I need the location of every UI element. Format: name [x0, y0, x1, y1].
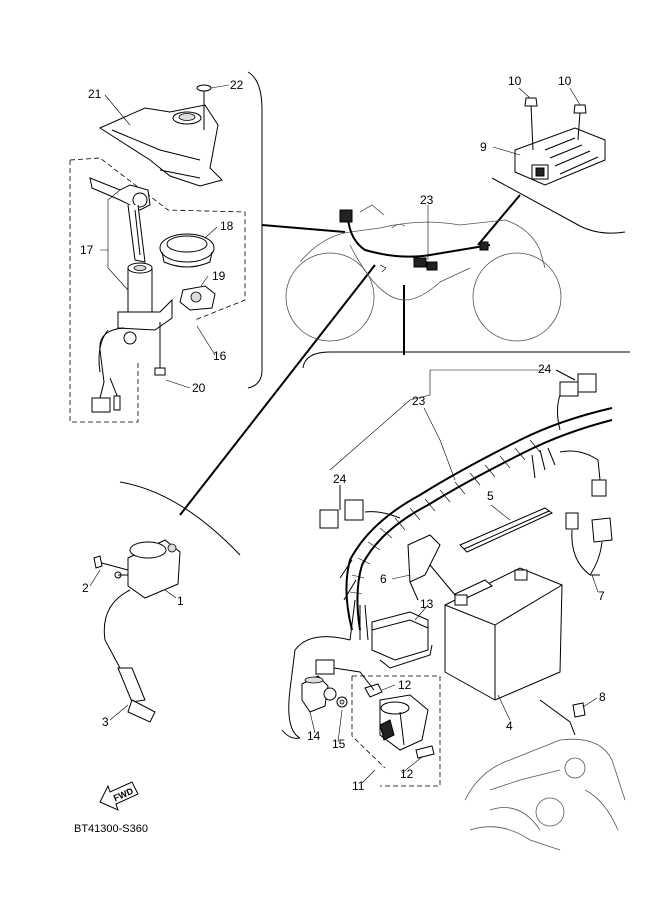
bolt-part-20 — [154, 322, 166, 376]
bolts-part-10 — [524, 97, 587, 151]
cap-part-14 — [301, 675, 329, 713]
ground-lead-part-8 — [539, 699, 586, 736]
handlebar-cover-part-21 — [98, 104, 223, 187]
callout-9: 9 — [480, 140, 487, 154]
callout-15: 15 — [332, 737, 346, 751]
callout-12-bottom: 12 — [400, 767, 414, 781]
connectors-part-24 — [339, 369, 576, 510]
callout-4: 4 — [506, 719, 513, 733]
callout-18: 18 — [220, 219, 234, 233]
callout-7: 7 — [598, 589, 605, 603]
callout-22: 22 — [230, 78, 244, 92]
callout-5: 5 — [487, 489, 494, 503]
callout-23-lower: 23 — [412, 394, 426, 408]
callout-2: 2 — [82, 581, 89, 595]
callout-13: 13 — [420, 597, 434, 611]
wire-harness-part-23 — [319, 373, 613, 641]
callout-12-top: 12 — [398, 678, 412, 692]
rectifier-part-9 — [514, 127, 606, 186]
callout-labels: 22 21 17 18 19 16 20 10 10 9 23 24 23 24… — [80, 74, 606, 793]
callout-leaders — [89, 84, 599, 784]
lock-part-19 — [179, 285, 216, 311]
callout-17: 17 — [80, 243, 94, 257]
relay-lead-wire — [281, 636, 375, 739]
band-part-5 — [459, 507, 553, 553]
cover-part-13 — [371, 611, 433, 669]
main-switch-part-17 — [69, 157, 246, 423]
callout-24-lower: 24 — [333, 472, 347, 486]
nut-part-15 — [323, 687, 348, 708]
callout-19: 19 — [212, 269, 226, 283]
callout-6: 6 — [380, 572, 387, 586]
battery-cable-part-7 — [565, 512, 613, 576]
location-leaders — [179, 194, 521, 516]
ignition-coil-part-1 — [114, 539, 181, 599]
engine-outline — [464, 738, 626, 851]
section-dividers — [119, 71, 630, 556]
terminal-cover-part-6 — [407, 534, 441, 601]
callout-20: 20 — [192, 381, 206, 395]
callout-3: 3 — [102, 715, 109, 729]
callout-16: 16 — [213, 349, 227, 363]
callout-14: 14 — [307, 729, 321, 743]
callout-8: 8 — [599, 690, 606, 704]
callout-11: 11 — [352, 779, 365, 793]
starter-relay-part-11 — [351, 675, 441, 787]
callout-23-top: 23 — [420, 193, 434, 207]
motorcycle-outline — [285, 204, 562, 342]
callout-10-right: 10 — [558, 74, 572, 88]
plug-cap-part-3 — [103, 589, 156, 723]
callout-10-left: 10 — [508, 74, 522, 88]
reference-code: BT41300-S360 — [74, 823, 148, 835]
bolt-part-2 — [93, 555, 129, 571]
callout-1: 1 — [177, 594, 184, 608]
fuel-cap-part-18 — [159, 233, 215, 268]
callout-21: 21 — [88, 87, 102, 101]
battery-part-4 — [429, 564, 563, 701]
callout-24-top: 24 — [538, 362, 552, 376]
fwd-arrow-icon: FWD — [99, 781, 139, 811]
